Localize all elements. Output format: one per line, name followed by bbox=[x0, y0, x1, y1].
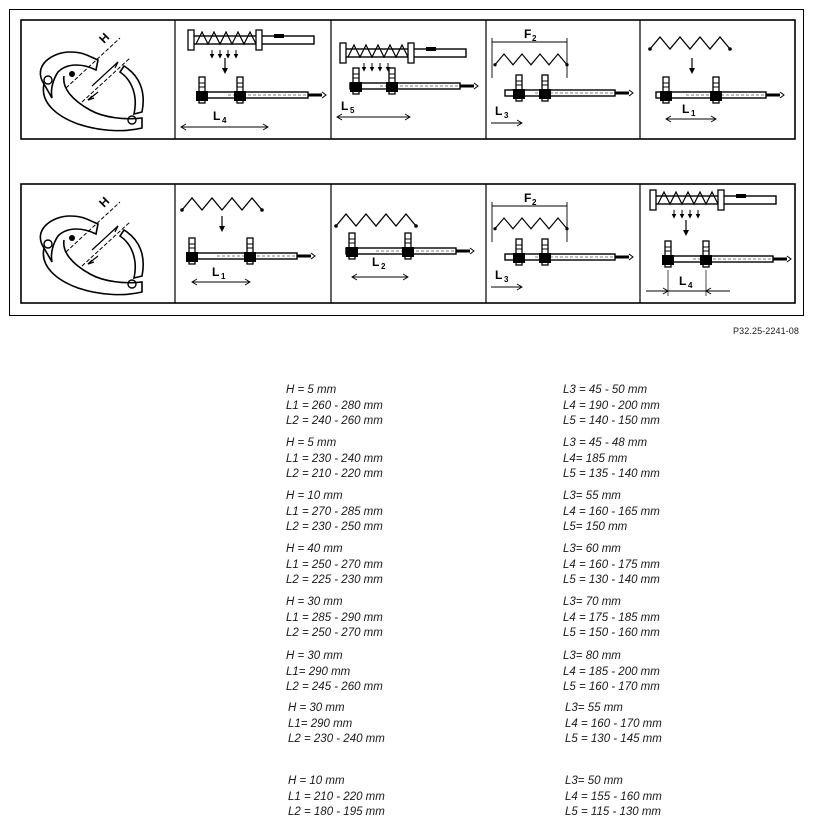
l1-value: L1 = 230 - 240 mm bbox=[286, 452, 383, 465]
h-label: H bbox=[96, 30, 112, 46]
value-group: L3 = 45 - 48 mm L4= 185 mm L5 = 135 - 14… bbox=[563, 436, 660, 483]
value-group: H = 30 mm L1= 290 mm L2 = 245 - 260 mm bbox=[286, 649, 383, 696]
l2-label: L bbox=[372, 255, 379, 269]
l2-value: L2 = 225 - 230 mm bbox=[286, 574, 383, 586]
l1-label-row2: L bbox=[212, 265, 219, 279]
l1-label: L bbox=[682, 102, 689, 116]
f2-label: F bbox=[524, 27, 531, 41]
value-group: H = 40 mm L1 = 250 - 270 mm L2 = 225 - 2… bbox=[286, 542, 383, 589]
l4-value: L4= 185 mm bbox=[563, 452, 628, 465]
value-group: L3= 70 mm L4 = 175 - 185 mm L5 = 150 - 1… bbox=[563, 595, 660, 642]
l4-value: L4 = 175 - 185 mm bbox=[563, 611, 660, 624]
f2-subscript: 2 bbox=[532, 34, 537, 43]
h-value: H = 10 mm bbox=[288, 775, 345, 787]
l2-value: L2 = 210 - 220 mm bbox=[286, 468, 383, 480]
h-value: H = 30 mm bbox=[288, 702, 345, 714]
l2-value: L2 = 250 - 270 mm bbox=[286, 627, 383, 639]
l3-subscript: 3 bbox=[504, 111, 509, 120]
spring-adjustment-diagram: H L 4 L 5 F 2 L 3 L 1 H L 1 bbox=[9, 9, 804, 316]
l1-value: L1 = 250 - 270 mm bbox=[286, 558, 383, 571]
l1-value: L1 = 260 - 280 mm bbox=[286, 399, 383, 412]
l1-value: L1= 290 mm bbox=[286, 665, 351, 678]
l3-value: L3 = 45 - 48 mm bbox=[563, 437, 648, 449]
l3-label: L bbox=[495, 104, 502, 118]
l5-value: L5 = 130 - 140 mm bbox=[563, 574, 660, 586]
l1-subscript-row2: 1 bbox=[221, 272, 226, 281]
shaft-drawing bbox=[197, 91, 327, 99]
l5-value: L5 = 140 - 150 mm bbox=[563, 415, 660, 427]
l3-value: L3 = 45 - 50 mm bbox=[563, 384, 648, 396]
l3-value: L3= 55 mm bbox=[563, 490, 621, 502]
h-label-row2: H bbox=[96, 194, 112, 210]
l4-value: L4 = 185 - 200 mm bbox=[563, 665, 660, 678]
f2-label-row2: F bbox=[524, 191, 531, 205]
l1-subscript: 1 bbox=[691, 109, 696, 118]
l1-value: L1= 290 mm bbox=[288, 717, 353, 730]
value-group: L3= 60 mm L4 = 160 - 175 mm L5 = 130 - 1… bbox=[563, 542, 660, 589]
l3-value: L3= 60 mm bbox=[563, 543, 621, 555]
l4-subscript: 4 bbox=[222, 116, 227, 125]
l5-subscript: 5 bbox=[350, 106, 355, 115]
h-value: H = 10 mm bbox=[286, 490, 343, 502]
value-group: H = 10 mm L1 = 270 - 285 mm L2 = 230 - 2… bbox=[286, 489, 383, 536]
value-group: H = 5 mm L1 = 260 - 280 mm L2 = 240 - 26… bbox=[286, 383, 383, 430]
l3-value: L3= 80 mm bbox=[563, 650, 621, 662]
l4-label-row2: L bbox=[679, 274, 686, 288]
value-group: H = 5 mm L1 = 230 - 240 mm L2 = 210 - 22… bbox=[286, 436, 383, 483]
l3-subscript-row2: 3 bbox=[504, 275, 509, 284]
l5-label: L bbox=[341, 99, 348, 113]
bracket-drawing-row2 bbox=[39, 201, 144, 296]
l3-label-row2: L bbox=[495, 268, 502, 282]
value-group: L3= 55 mm L4 = 160 - 165 mm L5= 150 mm bbox=[563, 489, 660, 536]
l2-value: L2 = 180 - 195 mm bbox=[288, 806, 385, 818]
l5-value: L5 = 115 - 130 mm bbox=[565, 806, 661, 818]
l5-value: L5 = 160 - 170 mm bbox=[563, 681, 660, 693]
l5-value: L5 = 130 - 145 mm bbox=[565, 733, 662, 745]
l4-subscript-row2: 4 bbox=[688, 281, 693, 290]
l2-value: L2 = 230 - 240 mm bbox=[288, 733, 385, 745]
l1-value: L1 = 270 - 285 mm bbox=[286, 505, 383, 518]
l5-value: L5= 150 mm bbox=[563, 521, 628, 533]
l5-value: L5 = 135 - 140 mm bbox=[563, 468, 660, 480]
value-group: H = 30 mm L1= 290 mm L2 = 230 - 240 mm bbox=[288, 701, 385, 748]
value-group: L3 = 45 - 50 mm L4 = 190 - 200 mm L5 = 1… bbox=[563, 383, 660, 430]
l4-value: L4 = 160 - 170 mm bbox=[565, 717, 662, 730]
l1-value: L1 = 285 - 290 mm bbox=[286, 611, 383, 624]
value-group: H = 30 mm L1 = 285 - 290 mm L2 = 250 - 2… bbox=[286, 595, 383, 642]
f2-subscript-row2: 2 bbox=[532, 198, 537, 207]
h-value: H = 30 mm bbox=[286, 596, 343, 608]
l4-label: L bbox=[213, 109, 220, 123]
l3-value: L3= 50 mm bbox=[565, 775, 623, 787]
value-group: L3= 55 mm L4 = 160 - 170 mm L5 = 130 - 1… bbox=[565, 701, 662, 748]
value-group: L3= 50 mm L4 = 155 - 160 mm L5 = 115 - 1… bbox=[565, 774, 662, 821]
h-value: H = 5 mm bbox=[286, 384, 337, 396]
l5-value: L5 = 150 - 160 mm bbox=[563, 627, 660, 639]
h-value: H = 40 mm bbox=[286, 543, 343, 555]
figure-code: P32.25-2241-08 bbox=[733, 326, 799, 336]
l2-subscript: 2 bbox=[381, 262, 386, 271]
l2-value: L2 = 230 - 250 mm bbox=[286, 521, 383, 533]
value-group: H = 10 mm L1 = 210 - 220 mm L2 = 180 - 1… bbox=[288, 774, 385, 821]
l3-value: L3= 70 mm bbox=[563, 596, 621, 608]
bracket-drawing-row1 bbox=[39, 37, 144, 132]
value-group: L3= 80 mm L4 = 185 - 200 mm L5 = 160 - 1… bbox=[563, 649, 660, 696]
l4-value: L4 = 190 - 200 mm bbox=[563, 399, 660, 412]
l2-value: L2 = 240 - 260 mm bbox=[286, 415, 383, 427]
l4-value: L4 = 160 - 175 mm bbox=[563, 558, 660, 571]
h-value: H = 30 mm bbox=[286, 650, 343, 662]
l3-value: L3= 55 mm bbox=[565, 702, 623, 714]
l1-value: L1 = 210 - 220 mm bbox=[288, 790, 385, 803]
compressor-drawing bbox=[187, 29, 315, 59]
l2-value: L2 = 245 - 260 mm bbox=[286, 681, 383, 693]
h-value: H = 5 mm bbox=[286, 437, 337, 449]
l4-value: L4 = 155 - 160 mm bbox=[565, 790, 662, 803]
l4-value: L4 = 160 - 165 mm bbox=[563, 505, 660, 518]
